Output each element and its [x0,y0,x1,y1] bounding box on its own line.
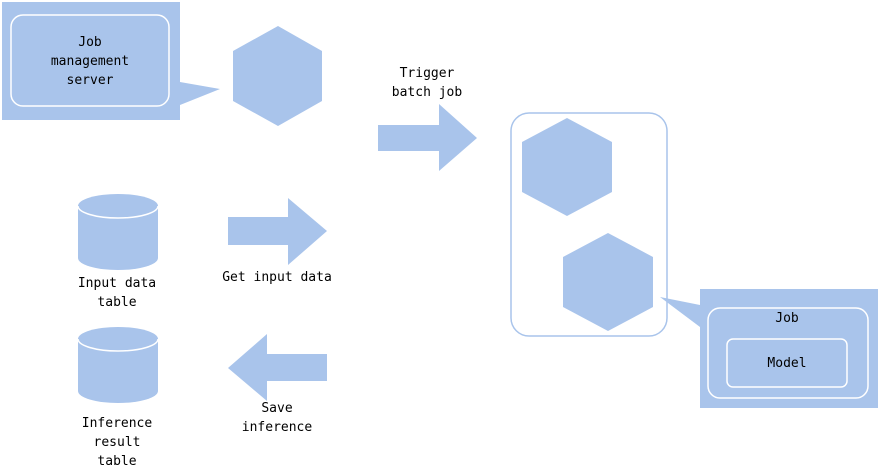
server-label-line-1: Job [78,35,102,50]
input-table-label-line-2: table [97,295,136,310]
batch-hexagon-bottom [563,233,653,331]
model-label: Model [767,356,806,371]
server-callout-inner-box [10,14,170,107]
trigger-batch-job-arrow-group: Trigger batch job [378,66,477,171]
job-callout-inner-box [707,307,869,399]
result-table-label-line-1: Inference [82,416,153,431]
input-table-cylinder [78,194,158,270]
server-label-line-2: management [51,54,129,69]
model-box [726,338,848,388]
inference-result-table: Inference result table [77,327,159,469]
job-callout: Job Model [660,289,878,408]
batch-hexagon-top [522,118,612,216]
save-label-line-2: inference [242,420,313,435]
get-input-label: Get input data [222,270,332,285]
job-management-server-callout: Job management server [2,2,220,120]
trigger-arrow [378,104,477,171]
job-callout-body [660,289,878,408]
server-label-line-3: server [67,73,114,88]
server-hexagon [233,26,322,126]
trigger-label-line-2: batch job [392,85,463,100]
result-table-label-line-3: table [97,454,136,469]
get-input-data-arrow-group: Get input data [222,198,332,285]
save-label-line-1: Save [261,401,292,416]
get-input-arrow [228,198,327,265]
result-table-rim [77,338,159,352]
save-inference-arrow-group: Save inference [228,334,327,435]
input-table-rim [77,205,159,219]
server-callout-body [2,2,220,120]
input-table-label-line-1: Input data [78,276,156,291]
job-title: Job [775,311,799,326]
trigger-label-line-1: Trigger [400,66,455,81]
save-inference-arrow [228,334,327,401]
input-data-table: Input data table [77,194,159,310]
batch-job-container [510,112,668,337]
result-table-cylinder [78,327,158,403]
result-table-label-line-2: result [94,435,141,450]
batch-job-container-box [510,112,668,337]
